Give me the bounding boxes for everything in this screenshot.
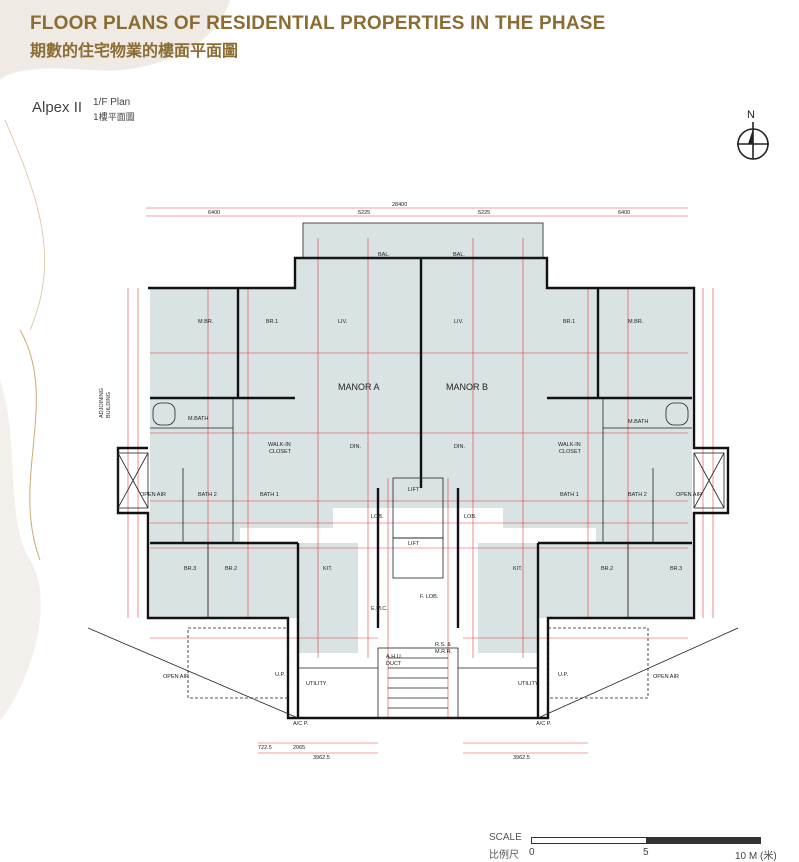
room-labels-left: M.BR. BR.1 LIV. BAL. M.BATH WALK-IN CLOS… — [140, 252, 390, 727]
unit-labels: MANOR A MANOR B — [338, 382, 488, 392]
svg-text:OPEN AIR: OPEN AIR — [653, 674, 679, 680]
svg-text:M.BR.: M.BR. — [198, 319, 214, 325]
svg-text:BAL.: BAL. — [453, 252, 465, 258]
svg-text:M.R.R.: M.R.R. — [435, 649, 453, 655]
svg-text:BAL.: BAL. — [378, 252, 390, 258]
svg-text:M.BATH: M.BATH — [188, 416, 208, 422]
svg-text:722.5: 722.5 — [258, 745, 272, 751]
bathtubs — [152, 402, 689, 426]
north-label: N — [747, 109, 755, 121]
svg-text:5225: 5225 — [358, 210, 370, 216]
room-labels-right: LIV. BAL. BR.1 M.BR. M.BATH WALK-IN CLOS… — [453, 252, 702, 727]
svg-text:UTILITY: UTILITY — [306, 681, 327, 687]
svg-text:CLOSET: CLOSET — [559, 449, 582, 455]
svg-text:BATH 2: BATH 2 — [198, 492, 217, 498]
svg-text:E.M.C.: E.M.C. — [371, 606, 388, 612]
core-labels: LIFT LIFT LOB. LOB. F. LOB. E.M.C. R.S. … — [163, 487, 679, 680]
svg-text:BR.2: BR.2 — [601, 566, 613, 572]
svg-text:KIT.: KIT. — [323, 566, 333, 572]
svg-text:3962.5: 3962.5 — [313, 755, 330, 761]
svg-text:MANOR A: MANOR A — [338, 382, 380, 392]
svg-text:BATH 1: BATH 1 — [560, 492, 579, 498]
svg-text:ADJOINING: ADJOINING — [99, 388, 105, 418]
svg-text:BATH 1: BATH 1 — [260, 492, 279, 498]
svg-text:F. LOB.: F. LOB. — [420, 594, 439, 600]
scale-label-chinese: 比例尺 — [489, 850, 519, 861]
svg-text:LIFT: LIFT — [408, 487, 420, 493]
floor-plan-drawing: M.BR. BR.1 LIV. BAL. M.BATH WALK-IN CLOS… — [88, 202, 738, 761]
svg-text:M.BATH: M.BATH — [628, 419, 648, 425]
page-title-chinese: 期數的住宅物業的樓面平面圖 — [30, 41, 239, 60]
tower-name: Alpex II — [32, 99, 83, 116]
svg-text:UTILITY: UTILITY — [518, 681, 539, 687]
scale-tick-10: 10 M (米) — [735, 851, 777, 862]
svg-text:OPEN AIR: OPEN AIR — [140, 492, 166, 498]
svg-text:M.BR.: M.BR. — [628, 319, 644, 325]
svg-text:LIV.: LIV. — [338, 319, 348, 325]
svg-text:DUCT: DUCT — [386, 661, 402, 667]
svg-text:DIN.: DIN. — [454, 444, 465, 450]
svg-text:6400: 6400 — [208, 210, 220, 216]
svg-text:A/C P.: A/C P. — [293, 721, 309, 727]
svg-text:R.S. &: R.S. & — [435, 642, 451, 648]
svg-text:2065: 2065 — [293, 745, 305, 751]
svg-text:LIV.: LIV. — [454, 319, 464, 325]
svg-text:5225: 5225 — [478, 210, 490, 216]
svg-text:WALK-IN: WALK-IN — [558, 442, 581, 448]
svg-text:BATH 2: BATH 2 — [628, 492, 647, 498]
svg-text:LOB.: LOB. — [371, 514, 384, 520]
scale-tick-5: 5 — [643, 847, 649, 858]
floor-label: 1/F Plan — [93, 97, 131, 108]
svg-text:BUILDING: BUILDING — [106, 392, 112, 418]
svg-text:OPEN AIR: OPEN AIR — [163, 674, 189, 680]
side-labels: ADJOINING BUILDING ADJOINING BUILDING — [99, 388, 112, 418]
walls — [116, 256, 730, 720]
scale-label: SCALE — [489, 832, 522, 843]
svg-text:28400: 28400 — [392, 202, 407, 208]
partitions — [88, 222, 738, 719]
scale-tick-0: 0 — [529, 847, 535, 858]
svg-text:WALK-IN: WALK-IN — [268, 442, 291, 448]
svg-text:DIN.: DIN. — [350, 444, 361, 450]
svg-text:BR.2: BR.2 — [225, 566, 237, 572]
unit-fill — [150, 223, 692, 653]
svg-text:BR.3: BR.3 — [670, 566, 682, 572]
dimension-text: 28400 6400 5225 5225 6400 722.5 2065 396… — [208, 202, 630, 761]
svg-text:OPEN AIR: OPEN AIR — [676, 492, 702, 498]
svg-text:A.H.U.: A.H.U. — [386, 654, 403, 660]
svg-text:LIFT: LIFT — [408, 541, 420, 547]
floor-label-chinese: 1樓平面圖 — [93, 113, 135, 123]
svg-text:BR.1: BR.1 — [266, 319, 278, 325]
scale-bar — [531, 837, 761, 844]
svg-text:KIT.: KIT. — [513, 566, 523, 572]
svg-text:6400: 6400 — [618, 210, 630, 216]
scale-bar-segment — [646, 838, 760, 843]
svg-text:U.P.: U.P. — [558, 672, 568, 678]
svg-text:U.P.: U.P. — [275, 672, 285, 678]
svg-text:MANOR B: MANOR B — [446, 382, 488, 392]
svg-text:CLOSET: CLOSET — [269, 449, 292, 455]
north-arrow-icon: N — [737, 109, 769, 160]
svg-text:A/C P.: A/C P. — [536, 721, 552, 727]
svg-text:3962.5: 3962.5 — [513, 755, 530, 761]
svg-text:LOB.: LOB. — [464, 514, 477, 520]
svg-text:BR.3: BR.3 — [184, 566, 196, 572]
svg-text:BR.1: BR.1 — [563, 319, 575, 325]
page-title: FLOOR PLANS OF RESIDENTIAL PROPERTIES IN… — [30, 13, 606, 34]
